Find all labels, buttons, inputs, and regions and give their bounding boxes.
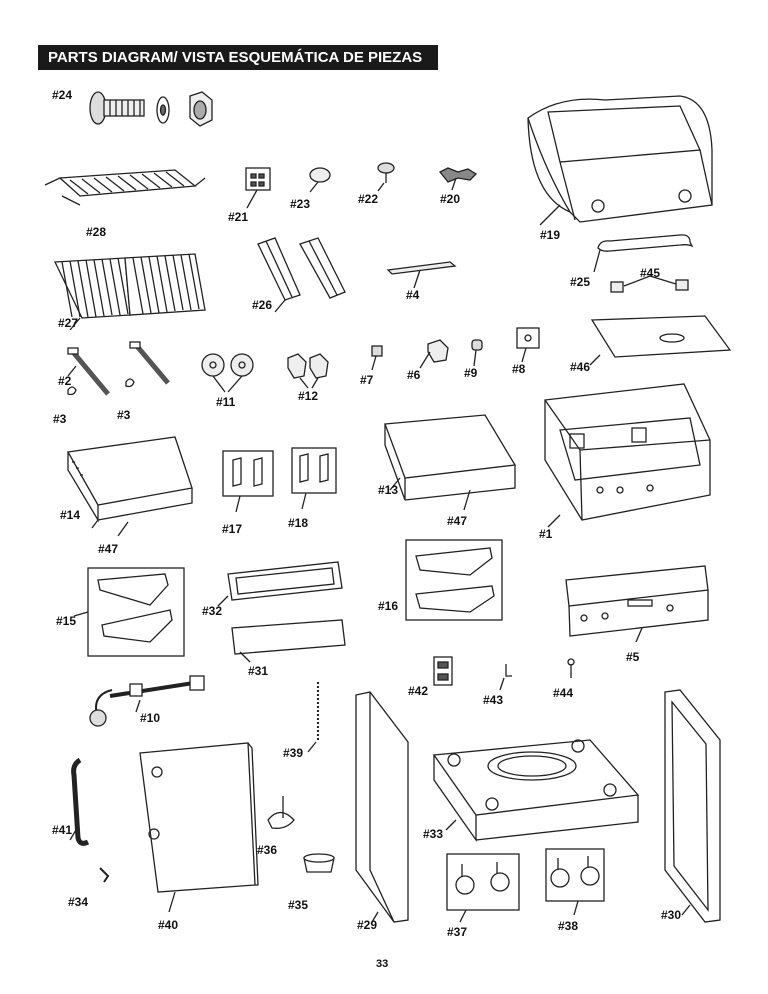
label-26: #26 xyxy=(252,298,273,312)
bottom-shelf-33 xyxy=(432,739,640,843)
handle-25 xyxy=(597,234,694,252)
part-43 xyxy=(505,664,512,677)
caster-box-37 xyxy=(446,853,520,911)
part-9 xyxy=(471,339,483,351)
label-1: #1 xyxy=(539,527,553,541)
side-shelf-13 xyxy=(384,414,517,511)
clip-3b xyxy=(125,378,135,388)
label-16: #16 xyxy=(378,599,399,613)
page-title: PARTS DIAGRAM/ VISTA ESQUEMÁTICA DE PIEZ… xyxy=(38,45,438,70)
label-32: #32 xyxy=(202,604,223,618)
label-47b: #47 xyxy=(447,514,468,528)
label-12: #12 xyxy=(298,389,319,403)
label-2: #2 xyxy=(58,374,72,388)
panel-32 xyxy=(227,561,343,601)
bracket-box-16 xyxy=(405,539,503,621)
label-40: #40 xyxy=(158,918,179,932)
side-shelf-14 xyxy=(66,436,193,537)
label-8: #8 xyxy=(512,362,526,376)
label-15: #15 xyxy=(56,614,77,628)
clip-3a xyxy=(67,386,77,396)
label-43: #43 xyxy=(483,693,504,707)
bolt-washer-nut-illustration xyxy=(89,91,213,127)
label-17: #17 xyxy=(222,522,243,536)
thermometer-22 xyxy=(377,162,395,174)
caster-box-38 xyxy=(545,848,605,902)
label-28: #28 xyxy=(86,225,107,239)
label-11: #11 xyxy=(216,395,236,409)
label-44: #44 xyxy=(553,686,574,700)
part-7 xyxy=(371,345,383,357)
label-24: #24 xyxy=(52,88,73,102)
bracket-box-18 xyxy=(291,447,337,494)
label-3b: #3 xyxy=(117,408,131,422)
part-11 xyxy=(201,353,254,393)
label-13: #13 xyxy=(378,483,399,497)
panel-31 xyxy=(231,619,346,655)
page-number: 33 xyxy=(376,958,389,970)
label-38: #38 xyxy=(558,919,579,933)
manifold-10 xyxy=(89,675,205,727)
label-46: #46 xyxy=(570,360,591,374)
label-23: #23 xyxy=(290,197,311,211)
lid-illustration xyxy=(527,95,713,226)
label-6: #6 xyxy=(407,368,421,382)
label-14: #14 xyxy=(60,508,81,522)
label-19: #19 xyxy=(540,228,561,242)
door-handle-41 xyxy=(71,757,90,846)
label-29: #29 xyxy=(357,918,378,932)
label-4: #4 xyxy=(406,288,420,302)
bracket-box-17 xyxy=(222,450,274,497)
part-42 xyxy=(433,656,453,686)
label-3a: #3 xyxy=(53,412,67,426)
warming-rack-illustration xyxy=(44,169,206,206)
label-9: #9 xyxy=(464,366,478,380)
label-41: #41 xyxy=(52,823,73,837)
part-12 xyxy=(287,353,329,389)
label-10: #10 xyxy=(140,711,161,725)
label-27: #27 xyxy=(58,316,79,330)
label-25: #25 xyxy=(570,275,591,289)
label-18: #18 xyxy=(288,516,309,530)
door-40 xyxy=(139,742,259,913)
label-22: #22 xyxy=(358,192,379,206)
label-37: #37 xyxy=(447,925,468,939)
part-8 xyxy=(516,327,540,349)
part-34 xyxy=(99,867,110,883)
bracket-45b xyxy=(675,279,689,291)
label-20: #20 xyxy=(440,192,461,206)
part-6 xyxy=(427,339,449,363)
part-20 xyxy=(438,167,478,183)
frame-30 xyxy=(664,689,721,923)
part-4 xyxy=(386,261,457,275)
cooking-grates-illustration xyxy=(53,253,206,331)
label-33: #33 xyxy=(423,827,444,841)
label-34: #34 xyxy=(68,895,89,909)
label-5: #5 xyxy=(626,650,640,664)
label-42: #42 xyxy=(408,684,429,698)
bezel-23 xyxy=(309,167,331,183)
burners-illustration xyxy=(67,341,170,396)
label-36: #36 xyxy=(257,843,278,857)
firebox-1 xyxy=(544,383,711,528)
label-39: #39 xyxy=(283,746,304,760)
part-36 xyxy=(267,811,295,829)
bracket-45a xyxy=(610,281,624,293)
label-30: #30 xyxy=(661,908,682,922)
label-21: #21 xyxy=(228,210,249,224)
label-7: #7 xyxy=(360,373,374,387)
label-47a: #47 xyxy=(98,542,119,556)
heat-tents-illustration xyxy=(257,237,346,313)
label-35: #35 xyxy=(288,898,309,912)
side-panel-29 xyxy=(355,691,409,923)
label-31: #31 xyxy=(248,664,269,678)
hardware-packet-21 xyxy=(245,167,271,191)
label-45: #45 xyxy=(640,266,661,280)
control-panel-5 xyxy=(565,565,709,643)
